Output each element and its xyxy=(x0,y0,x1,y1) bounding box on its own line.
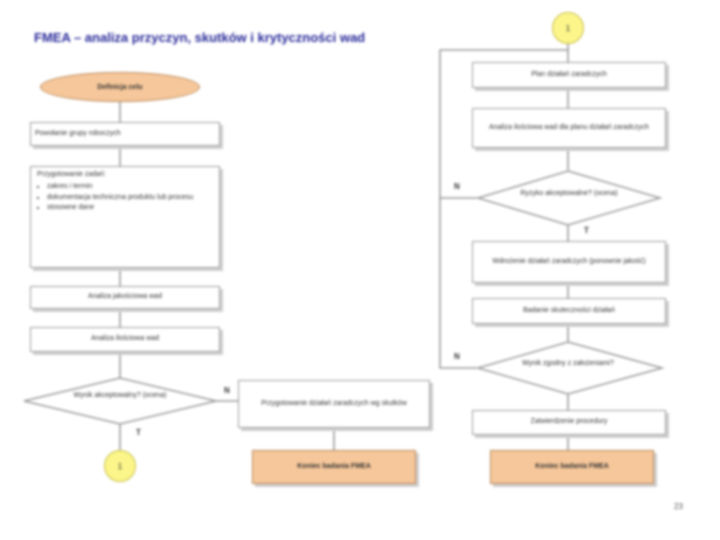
preparation-item: dokumentacja techniczna produktu lub pro… xyxy=(47,194,213,203)
left-box-qualitative: Analiza jakościowa wad xyxy=(30,286,220,309)
decision-diamond-right-2 xyxy=(475,341,665,395)
right-box-plan: Plan działań zaradczych xyxy=(472,62,666,88)
right-decision-label-1: Ryzyko akceptowalne? (ocena) xyxy=(520,190,618,197)
start-terminal: Definicja celu xyxy=(40,72,200,102)
page-title: FMEA – analiza przyczyn, skutków i kryty… xyxy=(34,30,366,45)
branch-label-n: N xyxy=(454,352,460,361)
branch-label-n: N xyxy=(454,182,460,191)
preparation-item: stosowne dane xyxy=(47,204,213,213)
left-box-group: Powołanie grupy roboczych xyxy=(30,122,220,146)
page-number: 23 xyxy=(674,502,683,511)
right-end-terminal: Koniec badania FMEA xyxy=(490,450,654,484)
branch-label-t: T xyxy=(584,226,589,235)
left-end-terminal: Koniec badania FMEA xyxy=(252,450,416,484)
right-box-effectiveness: Badanie skuteczności działań xyxy=(472,298,666,324)
left-box-corrective: Przygotowanie działań zaradczych wg skut… xyxy=(238,380,430,428)
decision-diamond-right-1 xyxy=(475,170,663,226)
decision-diamond-left xyxy=(23,377,217,425)
right-box-implementation: Wdrożenie działań zaradczych (ponownie j… xyxy=(472,241,666,283)
connector-circle-bottom: 1 xyxy=(104,450,136,482)
branch-label-n: N xyxy=(224,386,230,395)
right-box-analysis: Analiza ilościowa wad dla planu działań … xyxy=(472,108,666,148)
left-box-quantitative: Analiza ilościowa wad xyxy=(30,327,220,352)
preparation-item: zakres i termin xyxy=(47,183,213,192)
preparation-heading: Przygotowanie zadań: xyxy=(37,171,106,178)
connector-circle-top: 1 xyxy=(552,12,584,44)
right-decision-label-2: Wynik zgodny z założeniami? xyxy=(522,360,614,367)
branch-label-t: T xyxy=(136,428,141,437)
right-box-approval: Zatwierdzenie procedury xyxy=(472,410,666,435)
left-decision-label: Wynik akceptowalny? (ocena) xyxy=(73,392,167,399)
left-box-preparation: Przygotowanie zadań: zakres i termin dok… xyxy=(30,166,220,268)
